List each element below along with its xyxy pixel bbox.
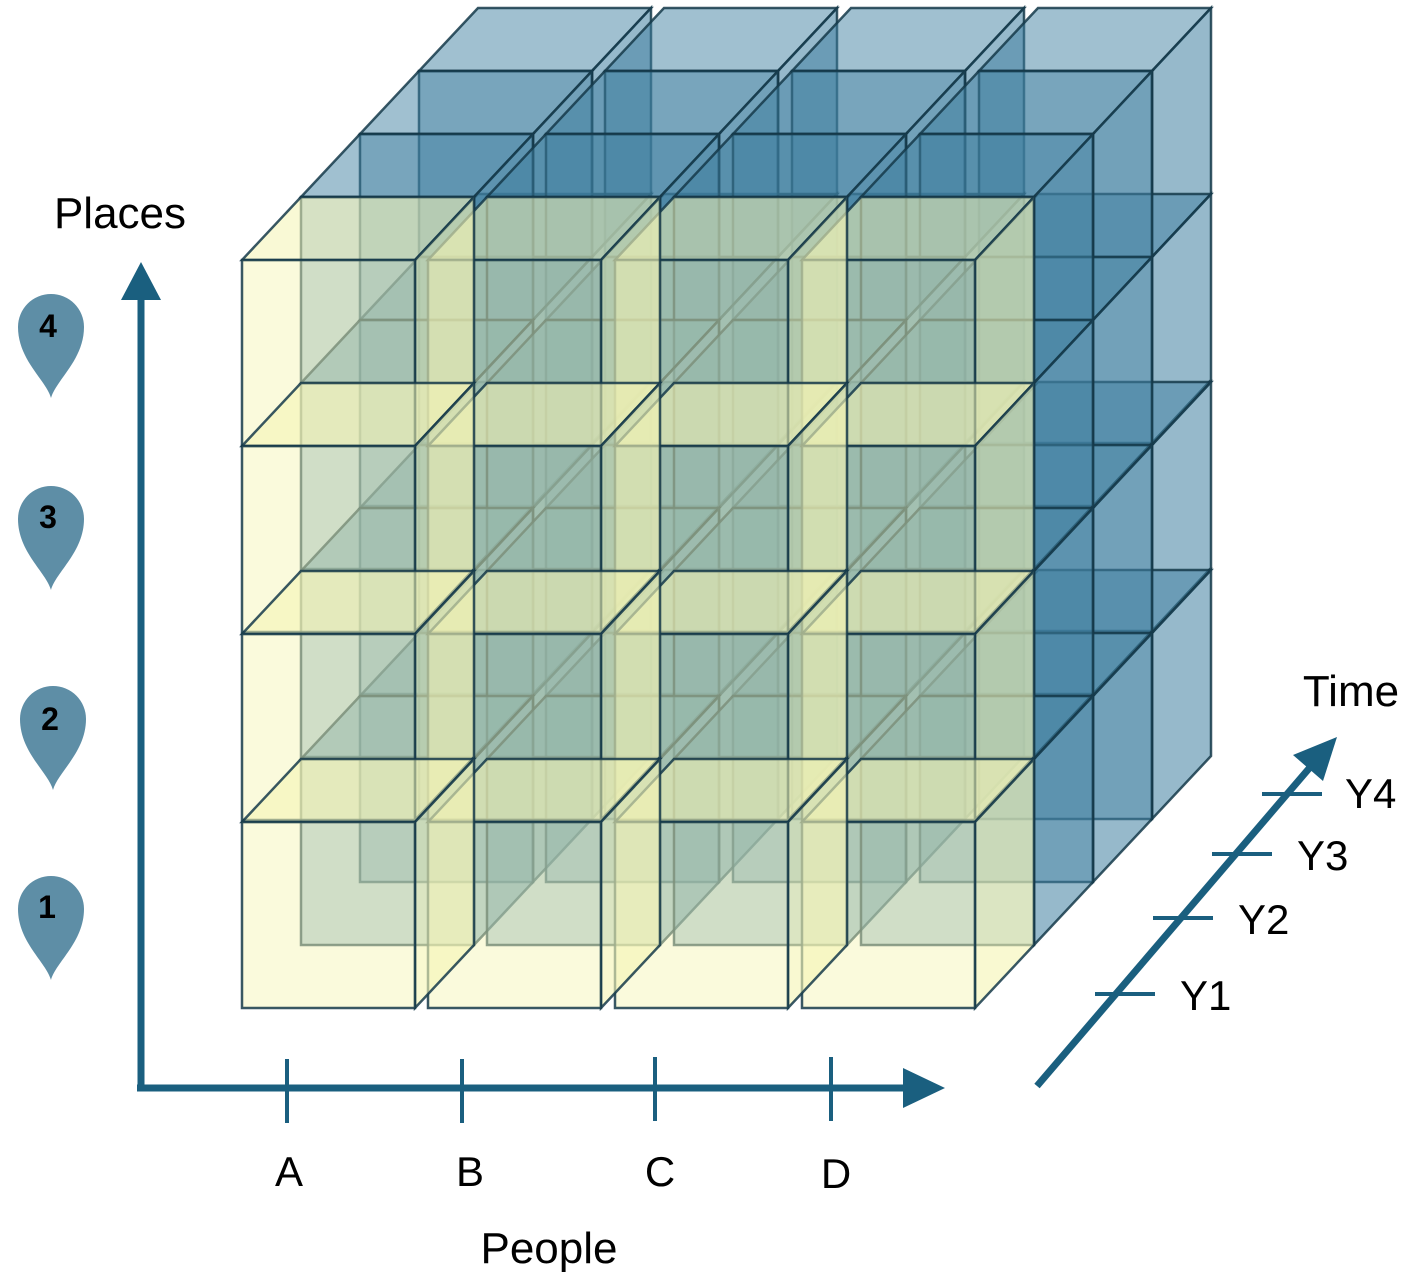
- places-axis: Places: [54, 189, 186, 1088]
- place-marker-label-1: 1: [38, 889, 56, 925]
- people-tick-label-d: D: [821, 1150, 851, 1197]
- people-axis-arrowhead: [903, 1068, 945, 1108]
- map-pin-icon: [18, 486, 84, 590]
- place-marker-4: 4: [18, 294, 84, 398]
- place-marker-1: 1: [18, 876, 84, 980]
- time-tick-label-y1: Y1: [1180, 972, 1231, 1019]
- places-axis-arrowhead: [121, 262, 161, 300]
- map-pin-icon: [20, 686, 86, 790]
- people-tick-label-b: B: [456, 1148, 484, 1195]
- time-tick-label-y3: Y3: [1297, 832, 1348, 879]
- place-marker-label-4: 4: [39, 308, 57, 344]
- time-axis: Y1 Y2 Y3 Y4 Time: [1034, 667, 1399, 1089]
- cube-front-layer: [239, 193, 1037, 1012]
- place-marker-label-2: 2: [41, 701, 59, 737]
- time-tick-label-y4: Y4: [1345, 770, 1396, 817]
- people-tick-label-c: C: [645, 1148, 675, 1195]
- map-pin-icon: [18, 876, 84, 980]
- time-axis-title: Time: [1303, 667, 1399, 716]
- place-marker-label-3: 3: [39, 499, 57, 535]
- people-tick-label-a: A: [275, 1148, 303, 1195]
- cube-cell-layer1-row4-col1-front: [240, 820, 417, 1010]
- people-axis-title: People: [480, 1224, 617, 1273]
- places-axis-title: Places: [54, 189, 186, 238]
- place-marker-3: 3: [18, 486, 84, 590]
- time-axis-line: [1034, 762, 1315, 1089]
- people-axis: A B C D People: [137, 1057, 945, 1273]
- time-axis-arrowhead: [1293, 737, 1337, 781]
- time-tick-label-y2: Y2: [1238, 896, 1289, 943]
- map-pin-icon: [18, 294, 84, 398]
- place-marker-2: 2: [20, 686, 86, 790]
